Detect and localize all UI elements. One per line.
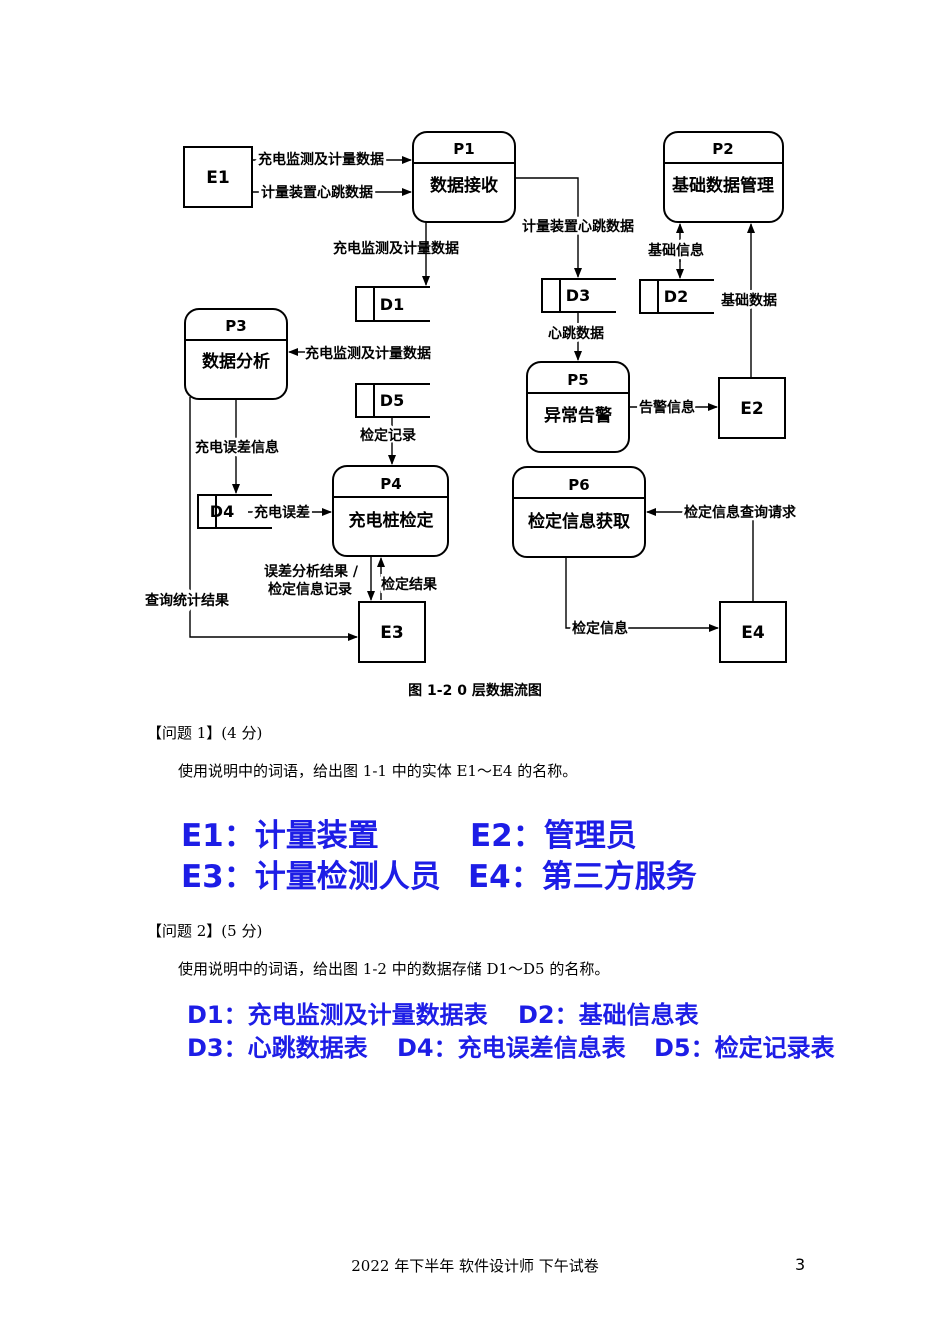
flow-e4-p6: 检定信息查询请求 [646, 502, 799, 602]
flow-d3-p5: 心跳数据 [546, 312, 607, 361]
svg-text:充电误差: 充电误差 [254, 504, 310, 521]
svg-text:检定信息获取: 检定信息获取 [528, 511, 630, 532]
svg-text:充电误差信息: 充电误差信息 [195, 439, 279, 456]
svg-text:P6: P6 [568, 476, 589, 494]
svg-text:检定信息: 检定信息 [572, 620, 628, 637]
svg-text:P3: P3 [225, 317, 246, 335]
flow-p3-e3: 查询统计结果 [143, 397, 358, 641]
answer-e3: E3：计量检测人员 [181, 859, 441, 895]
answer-d1: D1：充电监测及计量数据表 [187, 1001, 488, 1029]
answer-e1: E1：计量装置 [181, 818, 379, 854]
page-footer-title: 2022 年下半年 软件设计师 下午试卷 [351, 1257, 599, 1275]
svg-text:基础数据管理: 基础数据管理 [671, 175, 774, 196]
store-d3: D3 [541, 278, 616, 313]
store-d4: D4 [197, 494, 272, 529]
svg-text:告警信息: 告警信息 [639, 399, 695, 416]
svg-text:基础信息: 基础信息 [648, 242, 704, 259]
svg-text:误差分析结果 /: 误差分析结果 / [264, 563, 359, 580]
answer-e4: E4：第三方服务 [468, 859, 697, 895]
svg-text:D4: D4 [210, 502, 234, 521]
question-1-heading: 【问题 1】(4 分) [147, 724, 263, 742]
svg-text:E3: E3 [380, 623, 403, 643]
page-number: 3 [795, 1255, 806, 1274]
svg-text:基础数据: 基础数据 [721, 292, 777, 309]
svg-text:检定结果: 检定结果 [381, 576, 438, 593]
svg-text:充电桩检定: 充电桩检定 [349, 510, 434, 531]
svg-text:D2: D2 [664, 287, 688, 306]
entity-e1: E1 [183, 146, 253, 208]
store-d2: D2 [639, 279, 714, 314]
process-p2: P2 基础数据管理 [663, 131, 784, 223]
flow-p5-e2: 告警信息 [629, 397, 718, 419]
flow-e2-p2: 基础数据 [719, 223, 780, 378]
store-d1: D1 [355, 286, 430, 322]
flow-p4-e3: 误差分析结果 / 检定信息记录 [264, 556, 375, 601]
entity-e2: E2 [718, 377, 786, 439]
answer-d2: D2：基础信息表 [518, 1001, 699, 1029]
data-flow-diagram: E1 E2 E3 E4 P1 数据接收 P2 基础数据管理 P3 数据分析 P4… [143, 131, 799, 663]
svg-text:充电监测及计量数据: 充电监测及计量数据 [305, 345, 431, 362]
flow-e1-p1-heartbeat: 计量装置心跳数据 [252, 182, 412, 204]
svg-text:查询统计结果: 查询统计结果 [145, 592, 230, 609]
flow-d2-p2: 基础信息 [646, 223, 707, 279]
svg-text:充电监测及计量数据: 充电监测及计量数据 [258, 151, 384, 168]
flow-d1-p3: 充电监测及计量数据 [288, 345, 431, 362]
flow-p1-d1: 充电监测及计量数据 [333, 222, 459, 286]
svg-text:D1: D1 [380, 295, 404, 314]
svg-text:检定记录: 检定记录 [360, 427, 416, 444]
answer-e2: E2：管理员 [470, 818, 637, 854]
svg-text:P2: P2 [712, 140, 733, 158]
svg-text:数据接收: 数据接收 [430, 175, 498, 196]
flow-p3-d4: 充电误差信息 [193, 399, 282, 494]
svg-text:E1: E1 [206, 168, 229, 188]
question-2-heading: 【问题 2】(5 分) [147, 922, 263, 940]
svg-text:检定信息记录: 检定信息记录 [268, 581, 352, 598]
process-p4: P4 充电桩检定 [332, 465, 449, 557]
process-p5: P5 异常告警 [526, 361, 630, 453]
store-d5: D5 [355, 383, 430, 418]
svg-text:P1: P1 [453, 140, 474, 158]
flow-p6-e4: 检定信息 [565, 557, 719, 640]
svg-text:数据分析: 数据分析 [202, 351, 270, 372]
svg-text:检定信息查询请求: 检定信息查询请求 [684, 504, 797, 521]
svg-text:P4: P4 [380, 475, 401, 493]
svg-text:E2: E2 [740, 399, 763, 419]
svg-text:E4: E4 [741, 623, 765, 643]
flow-d4-p4: 充电误差 [248, 502, 332, 524]
question-2-text: 使用说明中的词语，给出图 1-2 中的数据存储 D1～D5 的名称。 [178, 960, 610, 978]
process-p1: P1 数据接收 [412, 131, 516, 223]
flow-e3-p4: 检定结果 [377, 557, 440, 600]
svg-text:D3: D3 [566, 286, 590, 305]
svg-text:计量装置心跳数据: 计量装置心跳数据 [522, 218, 634, 235]
entity-e4: E4 [719, 601, 787, 663]
svg-text:充电监测及计量数据: 充电监测及计量数据 [333, 240, 459, 257]
flow-p1-d3: 计量装置心跳数据 [515, 177, 637, 278]
svg-text:计量装置心跳数据: 计量装置心跳数据 [261, 184, 373, 201]
svg-text:心跳数据: 心跳数据 [548, 325, 604, 342]
process-p6: P6 检定信息获取 [512, 466, 646, 558]
process-p3: P3 数据分析 [184, 308, 288, 400]
svg-text:P5: P5 [567, 371, 588, 389]
figure-caption: 图 1-2 0 层数据流图 [408, 683, 542, 699]
entity-e3: E3 [358, 601, 426, 663]
answer-d3: D3：心跳数据表 [187, 1034, 368, 1062]
flow-d5-p4: 检定记录 [358, 417, 419, 465]
svg-text:异常告警: 异常告警 [544, 405, 612, 426]
answer-d4: D4：充电误差信息表 [397, 1034, 626, 1062]
flow-e1-p1-charge: 充电监测及计量数据 [252, 149, 412, 171]
svg-text:D5: D5 [380, 391, 404, 410]
answer-d5: D5：检定记录表 [654, 1034, 835, 1062]
question-1-text: 使用说明中的词语，给出图 1-1 中的实体 E1～E4 的名称。 [178, 762, 578, 780]
